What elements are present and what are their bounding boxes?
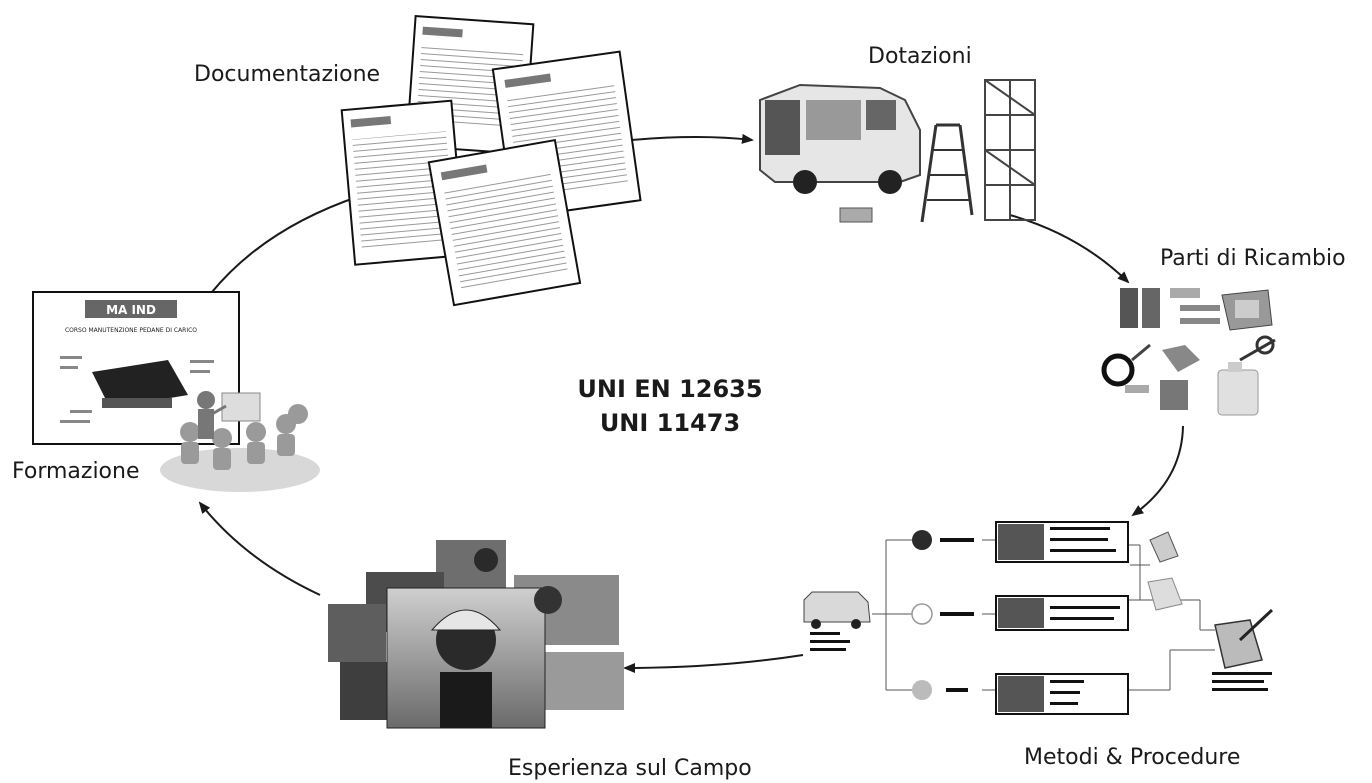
arrow-dotazioni-to-ricambi <box>1009 214 1130 284</box>
label-formazione: Formazione <box>12 459 140 484</box>
spare-parts-illustration <box>1101 288 1276 416</box>
label-documentazione: Documentazione <box>194 62 381 87</box>
standard-uni-11473: UNI 11473 <box>599 409 741 437</box>
arrow-doc-to-dotazioni <box>631 133 754 144</box>
documentation-illustration <box>340 15 642 307</box>
label-metodi-procedure: Metodi & Procedure <box>1024 745 1241 770</box>
arrow-formazione-to-doc <box>211 194 362 293</box>
arrow-esperienza-to-formazione <box>198 501 321 596</box>
label-esperienza-sul-campo: Esperienza sul Campo <box>508 756 752 781</box>
van-and-ladders-illustration <box>759 79 1036 223</box>
label-dotazioni: Dotazioni <box>868 44 972 69</box>
label-parti-di-ricambio: Parti di Ricambio <box>1160 246 1346 271</box>
poster-subtitle: CORSO MANUTENZIONE PEDANE DI CARICO <box>65 327 197 334</box>
poster-brand: MA IND <box>106 303 156 317</box>
standards-reference: UNI EN 12635 UNI 11473 <box>540 372 800 440</box>
arrow-metodi-to-esperienza <box>623 654 804 673</box>
procedures-flowchart <box>803 521 1274 715</box>
standard-uni-en-12635: UNI EN 12635 <box>577 375 763 403</box>
field-experience-collage <box>328 540 624 729</box>
training-illustration: MA IND CORSO MANUTENZIONE PEDANE DI CARI… <box>32 291 320 492</box>
arrow-ricambi-to-metodi <box>1131 425 1184 517</box>
